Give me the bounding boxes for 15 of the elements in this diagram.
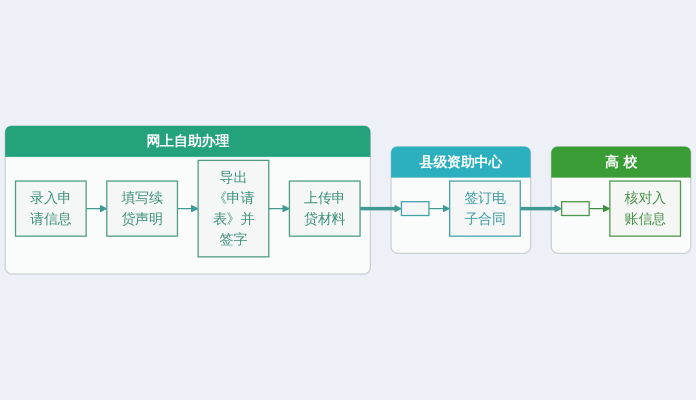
node-box: 签订电子合同 [449,180,521,237]
arrow [428,204,450,212]
arrow [177,204,198,212]
arrow [520,204,562,212]
node-box: 上传申贷材料 [288,180,361,237]
arrow [268,204,290,212]
node-box: 核对入账信息 [609,180,682,237]
node-box [400,201,430,216]
node-box [560,201,590,216]
node-box: 导出《申请表》并签字 [197,160,270,258]
arrow [360,204,402,212]
node-box: 录入申请信息 [14,180,87,237]
arrow [589,204,610,212]
arrow [86,204,108,212]
node-box: 填写续贷声明 [106,180,178,237]
